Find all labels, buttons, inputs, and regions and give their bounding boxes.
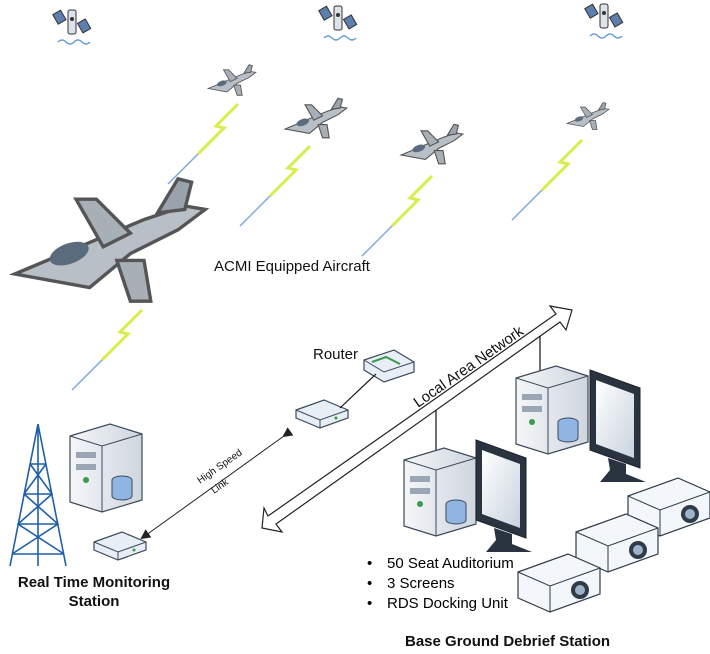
fighter-jet-icon [284, 97, 348, 139]
projector-icon [517, 553, 601, 613]
lan-arrow [261, 305, 573, 533]
fighter-jet-icon [13, 177, 207, 303]
satellite-icon [317, 5, 358, 41]
high-speed-link-arrow [140, 427, 294, 540]
rtm-server-icon [69, 423, 143, 513]
fighter-jet-icon [566, 102, 610, 130]
feature-item: 50 Seat Auditorium [367, 554, 514, 574]
satellite-icon [51, 9, 92, 45]
aircraft-label: ACMI Equipped Aircraft [214, 258, 370, 275]
base-server-icon [515, 365, 589, 455]
lightning-link-icon [360, 174, 434, 258]
lightning-link-icon [510, 138, 584, 222]
lan-modem-icon [295, 399, 349, 429]
satellite-icon [583, 3, 624, 39]
radio-tower-icon [9, 423, 67, 567]
base-server-icon [403, 447, 477, 537]
router-icon [363, 349, 415, 383]
base-station-label: Base Ground Debrief Station [405, 633, 611, 650]
rtm-station-line1: Real Time Monitoring [17, 574, 171, 591]
fighter-jet-icon [400, 123, 464, 165]
fighter-jet-icon [207, 64, 257, 96]
monitor-icon [475, 439, 533, 553]
feature-list: 50 Seat Auditorium 3 Screens RDS Docking… [367, 554, 514, 614]
rtm-station-line2: Station [68, 593, 120, 610]
router-label: Router [313, 346, 359, 363]
rtm-station-label: Real Time Monitoring Station [0, 573, 188, 611]
feature-item: 3 Screens [367, 574, 514, 594]
feature-item: RDS Docking Unit [367, 594, 514, 614]
router-link [339, 373, 377, 409]
lightning-link-icon [166, 102, 240, 186]
lightning-link-icon [238, 144, 312, 228]
rtm-modem-icon [93, 531, 147, 561]
lan-label: Local Area Network [411, 322, 528, 411]
link-label-line2: Link [209, 476, 231, 496]
lightning-link-icon [70, 308, 144, 392]
monitor-icon [589, 369, 647, 483]
